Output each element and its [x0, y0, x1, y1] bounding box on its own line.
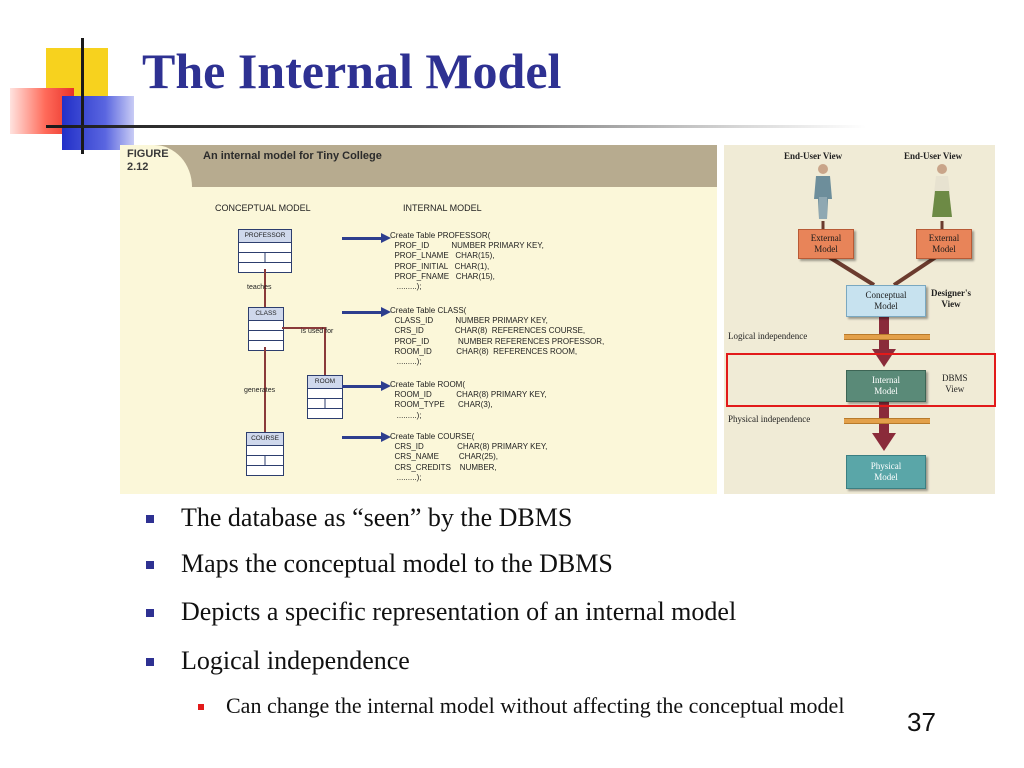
user-female-icon [932, 164, 952, 217]
sub-bullet-marker-1 [198, 704, 204, 710]
external-model-box-2: External Model [916, 229, 972, 259]
logical-independence-bar [844, 334, 930, 340]
entity-professor: PROFESSOR [238, 229, 292, 273]
designers-view-label: Designer's View [931, 288, 971, 309]
code-create-professor: Create Table PROFESSOR( PROF_ID NUMBER P… [390, 231, 544, 292]
rel-label-generates: generates [244, 387, 276, 394]
dbms-view-label: DBMS View [942, 373, 968, 394]
bullet-text-3: Depicts a specific representation of an … [181, 597, 737, 626]
logical-independence-label: Logical independence [728, 331, 808, 341]
bullet-marker-2 [146, 561, 154, 569]
rel-line-teaches [264, 269, 266, 307]
rel-line-generates [264, 347, 266, 432]
col-internal-label: INTERNAL MODEL [403, 203, 482, 213]
page-title: The Internal Model [142, 43, 562, 99]
code-create-class: Create Table CLASS( CLASS_ID NUMBER PRIM… [390, 306, 605, 367]
bullet-marker-4 [146, 658, 154, 666]
decor-vertical-line [81, 38, 84, 154]
entity-class-label: CLASS [249, 308, 283, 321]
physical-independence-label: Physical independence [728, 414, 811, 424]
physical-independence-bar [844, 418, 930, 424]
external-model-box-1: External Model [798, 229, 854, 259]
figure-internal-model: FIGURE 2.12 An internal model for Tiny C… [120, 145, 717, 494]
end-user-view-label-2: End-User View [904, 151, 963, 161]
col-conceptual-label: CONCEPTUAL MODEL [215, 203, 311, 213]
arrow-class [342, 307, 391, 317]
bullet-marker-3 [146, 609, 154, 617]
entity-course-label: COURSE [247, 433, 283, 446]
bullet-text-4: Logical independence [181, 646, 410, 675]
entity-room-label: ROOM [308, 376, 342, 389]
arrow-room [342, 381, 391, 391]
title-divider [46, 125, 866, 128]
physical-model-box: Physical Model [846, 455, 926, 489]
internal-model-box: Internal Model [846, 370, 926, 402]
code-create-course: Create Table COURSE( CRS_ID CHAR(8) PRIM… [390, 432, 548, 482]
entity-room: ROOM [307, 375, 343, 419]
figure-data-abstraction: End-User View End-User View External Mod… [724, 145, 995, 494]
internal-model-highlight [726, 353, 996, 407]
code-create-room: Create Table ROOM( ROOM_ID CHAR(8) PRIMA… [390, 380, 547, 420]
diagram-connectors [821, 221, 944, 451]
user-male-icon [814, 164, 832, 219]
bullet-marker-1 [146, 515, 154, 523]
entity-professor-label: PROFESSOR [239, 230, 291, 243]
rel-label-teaches: teaches [247, 284, 272, 291]
decor-blue-block [62, 96, 134, 150]
figure-caption: An internal model for Tiny College [203, 150, 382, 162]
figure-number: FIGURE 2.12 [127, 148, 169, 173]
bullet-text-1: The database as “seen” by the DBMS [181, 503, 573, 532]
entity-class: CLASS [248, 307, 284, 351]
arrow-professor [342, 233, 391, 243]
rel-line-is-used-for-v [324, 327, 326, 375]
sub-bullet-text-1: Can change the internal model without af… [226, 693, 845, 718]
entity-course: COURSE [246, 432, 284, 476]
figure-header [120, 145, 717, 187]
end-user-view-label-1: End-User View [784, 151, 843, 161]
arrow-course [342, 432, 391, 442]
conceptual-model-box: Conceptual Model [846, 285, 926, 317]
rel-label-is-used-for: is used for [301, 328, 334, 335]
page-number: 37 [907, 707, 936, 737]
rel-line-is-used-for-h [282, 327, 325, 329]
bullet-text-2: Maps the conceptual model to the DBMS [181, 549, 613, 578]
